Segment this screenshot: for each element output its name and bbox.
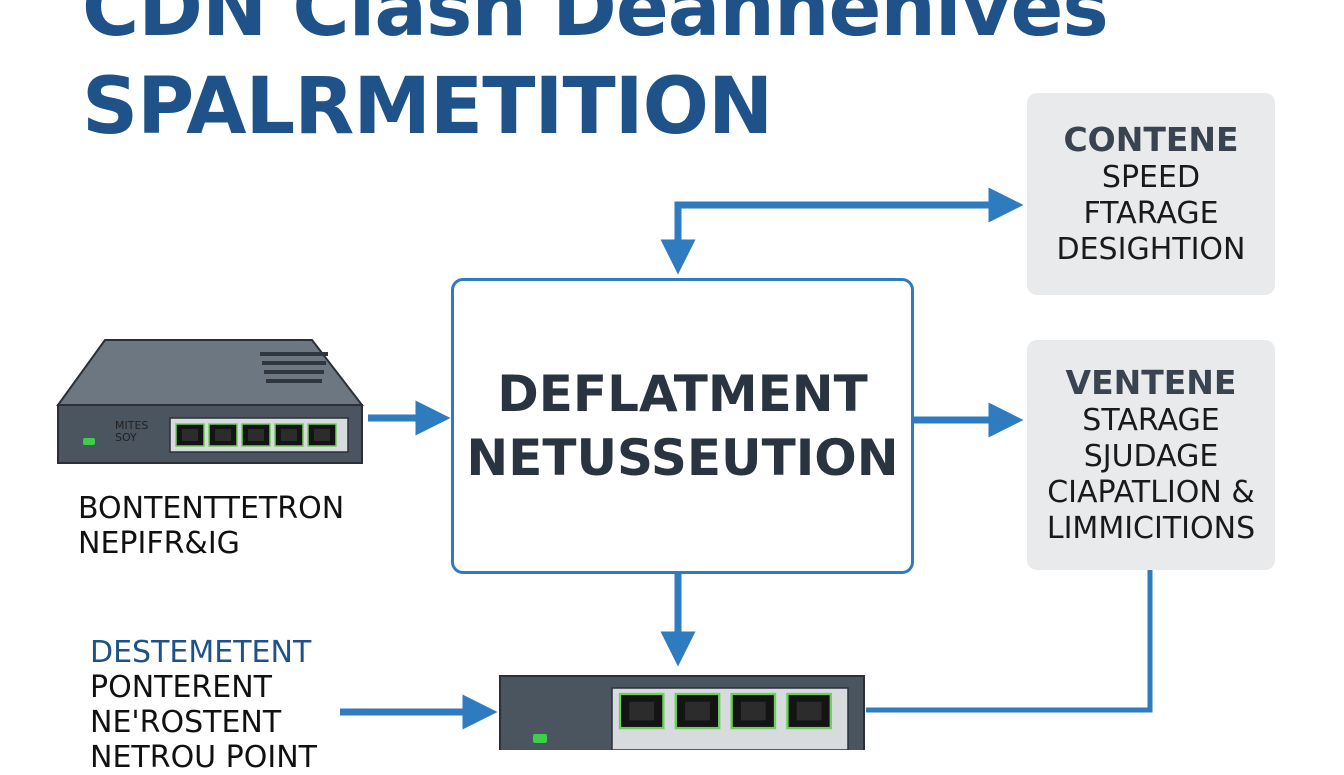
bottom-network-switch-icon: [499, 675, 865, 750]
status-led-icon: [533, 734, 547, 743]
caption-line: NEPIFR&IG: [78, 526, 240, 561]
line-panel-mid-to-bottom-device: [866, 570, 1153, 713]
arrow-to-panel-top: [674, 187, 1024, 266]
panel-mid-line: LIMMICITIONS: [1046, 511, 1256, 546]
page-subtitle: SPALRMETITION: [82, 62, 773, 152]
panel-mid-heading: VENTENE: [1065, 363, 1237, 402]
center-box-line: NETUSSEUTION: [466, 429, 899, 487]
panel-top-heading: CONTENE: [1063, 120, 1239, 159]
page-title: CDN Clash Deannenives: [82, 0, 1109, 54]
caption-line: NETROU POINT: [90, 740, 317, 775]
status-led-icon: [83, 438, 95, 445]
center-box: DEFLATMENT NETUSSEUTION: [451, 278, 914, 574]
caption-line: PONTERENT: [90, 670, 272, 705]
panel-top-line: SPEED: [1101, 160, 1201, 195]
device-label: MITES SOY: [115, 420, 148, 444]
caption-line: BONTENTTETRON: [78, 491, 345, 526]
panel-mid-line: CIAPATLION &: [1047, 475, 1255, 510]
caption-heading: DESTEMETENT: [90, 635, 312, 670]
device-label-line: MITES: [115, 419, 149, 432]
vent-grille: [260, 352, 328, 383]
center-box-line: DEFLATMENT: [497, 365, 868, 423]
panel-mid: VENTENE STARAGE SJUDAGE CIAPATLION & LIM…: [1027, 340, 1275, 570]
panel-top-line: FTARAGE: [1083, 196, 1219, 231]
device-label-line: SOY: [115, 431, 137, 444]
panel-top-line: DESIGHTION: [1056, 232, 1246, 267]
caption-line: NE'ROSTENT: [90, 705, 282, 740]
left-device-caption: BONTENTTETRON NEPIFR&IG: [78, 491, 344, 561]
panel-top: CONTENE SPEED FTARAGE DESIGHTION: [1027, 93, 1275, 295]
panel-mid-line: SJUDAGE: [1083, 439, 1219, 474]
bottom-left-caption: DESTEMETENT PONTERENT NE'ROSTENT NETROU …: [90, 635, 317, 775]
left-network-switch-icon: [56, 339, 365, 464]
connector-layer: [56, 187, 1153, 750]
panel-mid-line: STARAGE: [1082, 403, 1220, 438]
